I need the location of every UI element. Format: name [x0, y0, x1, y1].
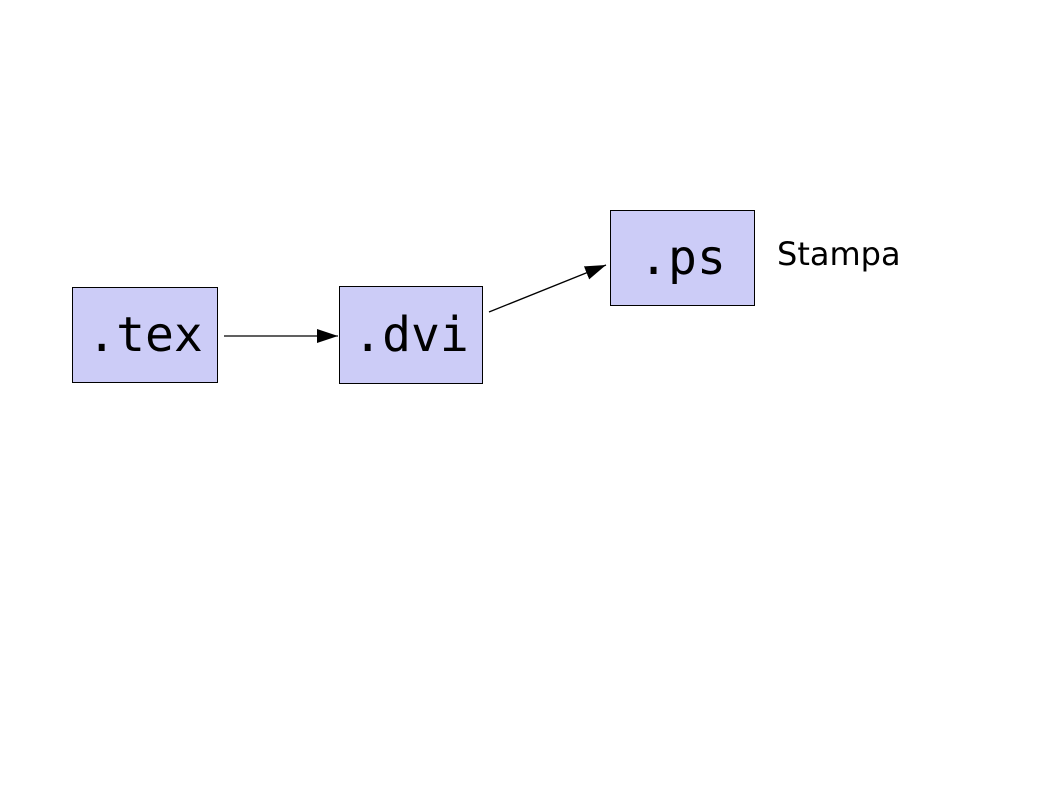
- node-ps-label: .ps: [639, 230, 726, 286]
- arrow-dvi-to-ps: [488, 264, 607, 313]
- node-tex-label: .tex: [87, 307, 203, 363]
- annotation-stampa: Stampa: [777, 235, 901, 273]
- node-tex: .tex: [72, 287, 218, 383]
- node-dvi: .dvi: [339, 286, 483, 384]
- node-dvi-label: .dvi: [353, 307, 469, 363]
- node-ps: .ps: [610, 210, 755, 306]
